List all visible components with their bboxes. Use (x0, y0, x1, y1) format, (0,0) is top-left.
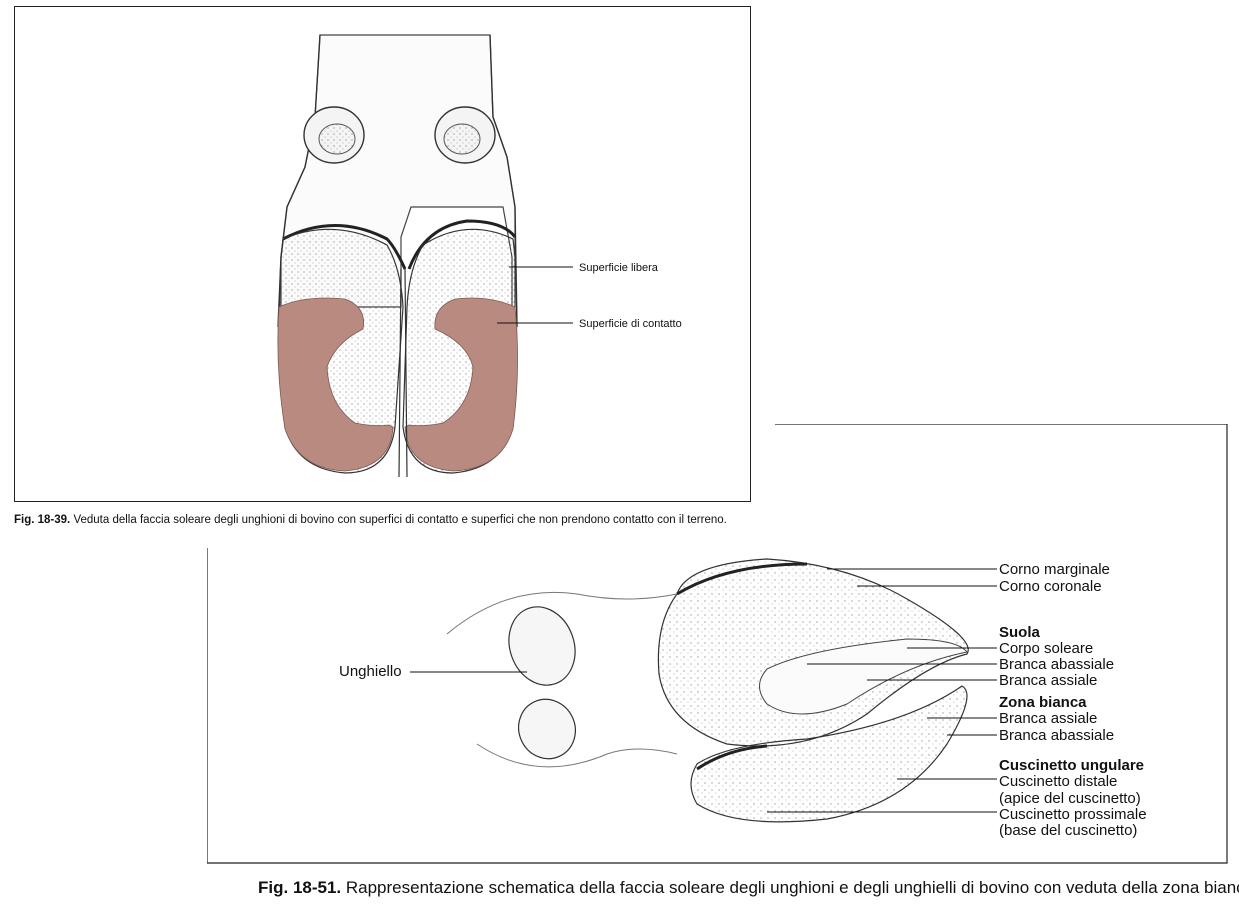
contact-surface-right (404, 297, 518, 472)
contact-surface-left (277, 297, 394, 472)
label-base: (base del cuscinetto) (999, 822, 1138, 839)
label-cuscinetto-ungulare: Cuscinetto ungulare (999, 757, 1145, 774)
label-zona-bianca: Zona bianca (999, 694, 1087, 711)
figure-18-39-caption: Fig. 18-39. Veduta della faccia soleare … (14, 513, 774, 528)
label-contact-surface: Superficie di contatto (579, 318, 682, 330)
label-unghiello: Unghiello (339, 663, 402, 680)
bovine-claws-sole-illustration (277, 34, 573, 478)
label-branca-abassiale-2: Branca abassiale (999, 727, 1115, 744)
label-cuscinetto-distale: Cuscinetto distale (999, 773, 1118, 790)
figure-18-51-caption: Fig. 18-51. Rappresentazione schematica … (258, 878, 1239, 898)
figure-18-39-panel: Superficie libera Superficie di contatto (14, 6, 751, 502)
label-apice: (apice del cuscinetto) (999, 790, 1141, 807)
label-corno-marginale: Corno marginale (999, 561, 1110, 578)
label-branca-abassiale-1: Branca abassiale (999, 656, 1115, 673)
label-corno-coronale: Corno coronale (999, 578, 1102, 595)
caption-text-2: Rappresentazione schematica della faccia… (345, 878, 1239, 897)
caption-number: Fig. 18-39. (14, 514, 71, 526)
label-branca-assiale-1: Branca assiale (999, 672, 1098, 689)
figure-frame (207, 424, 1228, 864)
label-branca-assiale-2: Branca assiale (999, 710, 1098, 727)
bovine-claws-white-zone-illustration (207, 424, 1228, 864)
label-cuscinetto-prossimale: Cuscinetto prossimale (999, 806, 1147, 823)
label-suola: Suola (999, 624, 1040, 641)
figure-18-51-panel (207, 424, 1228, 864)
caption-text: Veduta della faccia soleare degli unghio… (73, 514, 727, 526)
caption-number-2: Fig. 18-51. (258, 878, 342, 897)
label-free-surface: Superficie libera (579, 262, 658, 274)
label-corpo-soleare: Corpo soleare (999, 640, 1094, 657)
